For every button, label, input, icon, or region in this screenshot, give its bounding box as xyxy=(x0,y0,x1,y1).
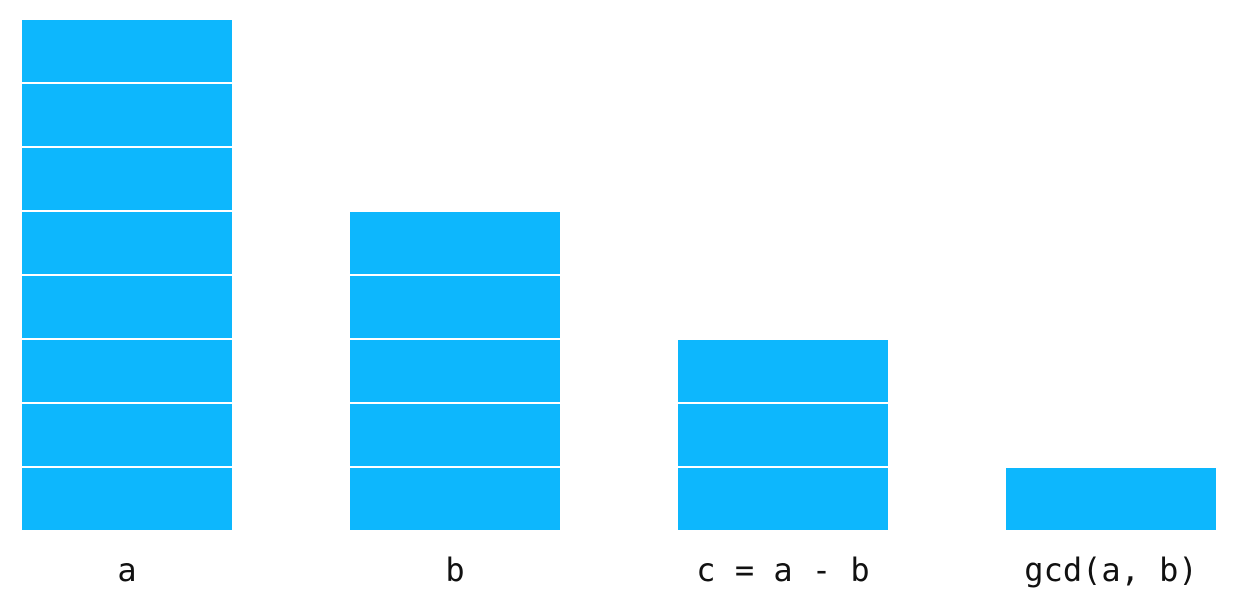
unit-block xyxy=(22,84,232,146)
column-a: a xyxy=(22,0,232,608)
unit-block xyxy=(678,468,888,530)
unit-block xyxy=(678,340,888,402)
unit-block xyxy=(22,212,232,274)
unit-block xyxy=(350,340,560,402)
unit-block xyxy=(22,276,232,338)
label-a: a xyxy=(117,551,137,589)
unit-block xyxy=(350,404,560,466)
unit-block xyxy=(350,212,560,274)
block-stack-gcd xyxy=(1006,468,1216,532)
unit-block xyxy=(350,276,560,338)
unit-block xyxy=(22,148,232,210)
column-b: b xyxy=(350,0,560,608)
unit-block xyxy=(22,404,232,466)
unit-block xyxy=(22,340,232,402)
column-c: c = a - b xyxy=(678,0,888,608)
block-stack-a xyxy=(22,20,232,532)
label-b: b xyxy=(445,551,465,589)
unit-block xyxy=(350,468,560,530)
unit-block xyxy=(678,404,888,466)
unit-block xyxy=(1006,468,1216,530)
block-stack-b xyxy=(350,212,560,532)
label-gcd: gcd(a, b) xyxy=(1024,551,1198,589)
block-stack-c xyxy=(678,340,888,532)
column-gcd: gcd(a, b) xyxy=(1006,0,1216,608)
label-c: c = a - b xyxy=(696,551,870,589)
unit-block xyxy=(22,468,232,530)
unit-block xyxy=(22,20,232,82)
